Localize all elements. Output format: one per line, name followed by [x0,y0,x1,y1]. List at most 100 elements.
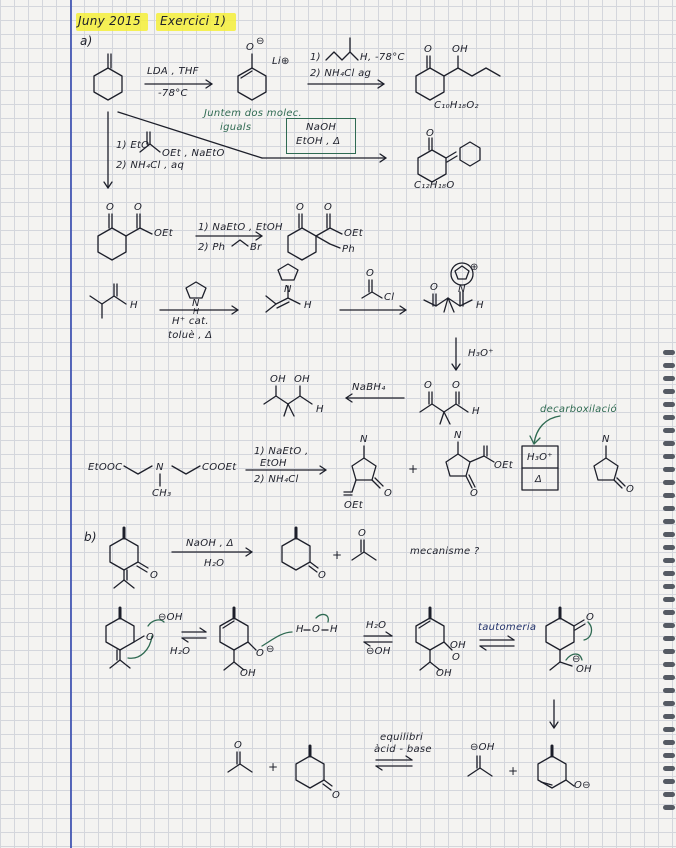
ketoester-structure [98,214,152,260]
mech4-o: O [586,612,595,623]
alkylation-cond-2: 2) Ph [198,242,226,253]
ketoester-o2: O [134,202,143,213]
part-a-label: a) [80,34,93,48]
margin-line [70,0,72,848]
dieckmann-product1-structure [344,446,383,495]
aldol-arrow [308,80,384,88]
iminium-charge: ⊕ [470,262,479,273]
part-b-plus: + [332,548,343,562]
diol-oh2: OH [294,374,310,385]
bottom-acetone-structure [228,752,252,772]
iminium-structure [424,263,473,312]
aldol-product-oh: OH [452,44,468,55]
diol-structure [264,386,312,416]
pulegone-o: O [150,570,159,581]
dieckmann-cond-1: 1) NaEtO , [254,446,309,457]
methylcyclohexanone-structure [282,528,318,572]
bottom-enolate-structure [538,746,574,788]
alkylated-ph: Ph [342,244,355,255]
final-amine-n: N [602,434,610,445]
diol-oh1: OH [270,374,286,385]
mech3-o: O [452,652,461,663]
retro-aldol-cond-1: NaOH , Δ [186,538,234,549]
water-structure [304,615,328,630]
isobutyraldehyde-structure [90,284,126,318]
enamine-structure [266,264,300,312]
condensation-formula: C₁₂H₁₈O [414,180,455,191]
lithium-counterion: Li⊕ [272,56,290,67]
claisen-cond-3: 2) NH₄Cl , aq [116,160,185,171]
lda-conditions-1: LDA , THF [147,66,199,77]
diester-left: EtOOC [88,462,123,473]
mech2-oh: OH [240,668,256,679]
alkylation-cond-1: 1) NaEtO , EtOH [198,222,283,233]
aldehyde-step1: 1) [310,52,321,63]
aldehyde-reagent [326,38,358,60]
enamine-cond-2: toluè , Δ [168,330,213,341]
alkylated-ketoester-structure [288,214,342,260]
dieckmann-cond-3: 2) NH₄Cl [254,474,299,485]
aldehyde-h-label: H [130,300,138,311]
mech4-oh: OH [576,664,592,675]
iminium-h: H [476,300,484,311]
tautomer-arrows [480,636,514,650]
dicarbonyl-h: H [472,406,480,417]
benzyl-bromide-reagent [232,240,248,246]
product-o: O [318,570,327,581]
reduction-arrow [346,394,404,402]
iminium-n: N [458,284,466,295]
condensation-product-structure [418,138,480,182]
aldehyde-h: H [360,52,368,63]
ketoester-o1: O [106,202,115,213]
decarboxylation-box [522,446,558,490]
decarb-label: decarboxilació [540,404,617,415]
green-note-1: Juntem dos molec. [204,108,303,119]
alkylated-oet: OEt [344,228,364,239]
claisen-cond-2: OEt , NaEtO [162,148,225,159]
mech2-o: O [256,648,265,659]
dieckmann-p1-n: N [360,434,368,445]
equilibrium-arrows-1 [182,628,206,642]
diester-n: N [156,462,164,473]
dieckmann-arrow [246,466,326,474]
diester-right: COOEt [202,462,237,473]
mech3-structure [416,608,452,670]
bottom-plus: + [268,760,279,774]
water-h2: H [330,624,338,635]
bottom-enolate-o: O⊖ [574,780,591,791]
condensation-o: O [426,128,435,139]
alkylation-arrow [196,232,262,240]
dicarbonyl-o1: O [424,380,433,391]
acetyl-chloride-reagent [362,280,382,298]
hydrolysis-label: H₃O⁺ [468,348,494,359]
condensation-arrow [118,112,386,162]
mech4-structure [546,608,591,670]
header-date: Juny 2015 [78,14,141,28]
exercise-highlight [156,13,236,31]
dicarbonyl-o2: O [452,380,461,391]
dieckmann-p2-n: N [454,430,462,441]
alkylated-o1: O [296,202,305,213]
mech3-reagent-bottom: ⊖OH [366,646,391,657]
pyrrolidine-reagent [186,282,206,298]
enamine-n: N [284,284,292,295]
date-highlight [76,13,148,31]
mech2-structure [220,608,292,670]
acetone-o: O [358,528,367,539]
ketoester-oet: OEt [154,228,174,239]
lda-conditions-2: -78°C [158,88,188,99]
acid-base-label-2: àcid - base [374,744,432,755]
bottom-acetone-o: O [234,740,243,751]
aldehyde-temp: , -78°C [368,52,405,63]
naoh-conditions-box [286,118,356,154]
mech1-hydroxide: ⊖OH [158,612,183,623]
pulegone-structure [110,528,148,588]
dieckmann-p2-o: O [470,488,479,499]
mech3-oh: OH [450,640,466,651]
mech2-charge: ⊖ [266,644,275,655]
mech3-reagent-top: H₂O [366,620,387,631]
acid-base-label-1: equilibri [380,732,424,743]
enolate-charge: ⊖ [256,36,265,47]
diol-h: H [316,404,324,415]
